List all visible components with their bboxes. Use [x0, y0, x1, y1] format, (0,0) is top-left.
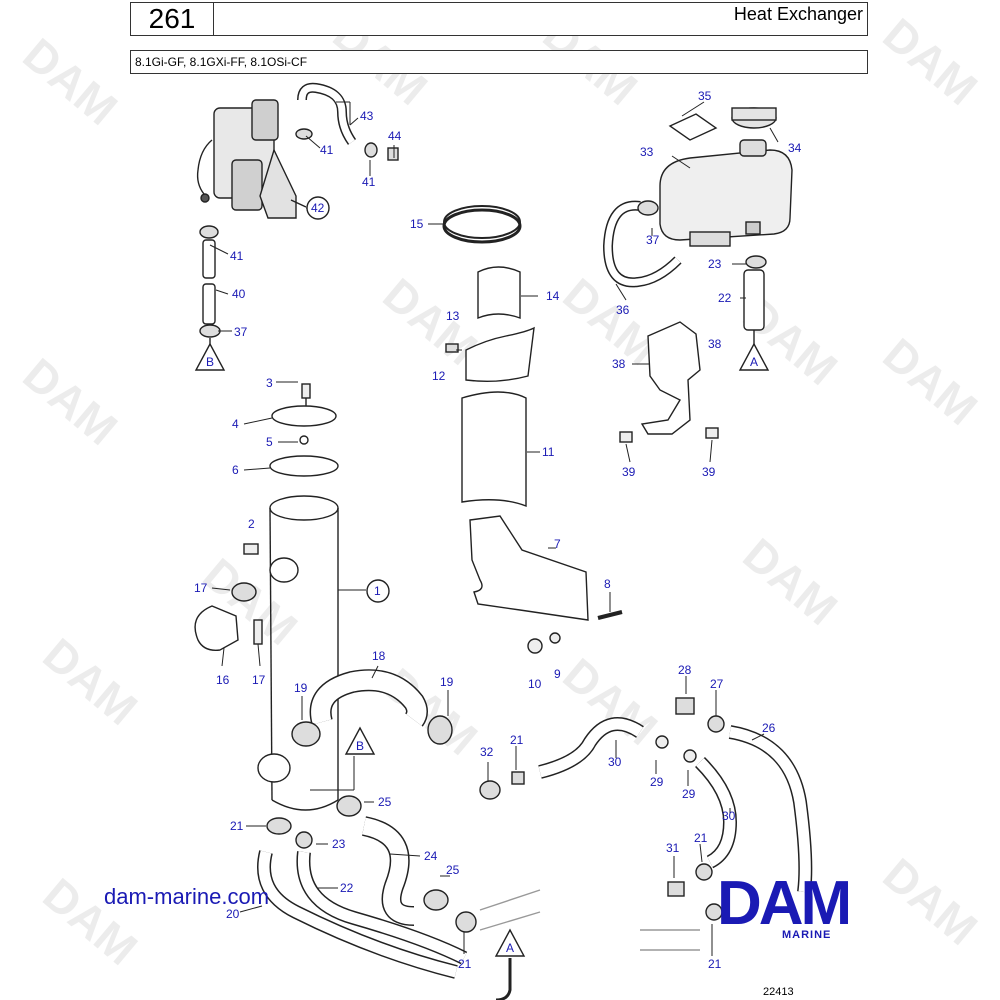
callout-29b: 29 [682, 787, 696, 801]
callout-19a: 19 [294, 681, 308, 695]
ref-a-label: A [750, 355, 758, 369]
callout-39b: 39 [702, 465, 716, 479]
callout-24: 24 [424, 849, 438, 863]
callout-28: 28 [678, 663, 692, 677]
callout-7: 7 [554, 537, 561, 551]
page-header: 261 Heat Exchanger [130, 2, 868, 36]
callout-29a: 29 [650, 775, 664, 789]
callout-41b: 41 [362, 175, 376, 189]
callout-13: 13 [446, 309, 460, 323]
callout-16: 16 [216, 673, 230, 687]
ref-a-label: A [506, 941, 514, 955]
callout-41c: 41 [230, 249, 244, 263]
callout-21a: 21 [230, 819, 244, 833]
callout-25a: 25 [378, 795, 392, 809]
thermostat-housing-drawing [196, 99, 297, 219]
logo-subtext: MARINE [782, 929, 832, 941]
dam-logo: DAM [717, 872, 852, 938]
callout-9: 9 [554, 667, 561, 681]
callout-22a: 22 [340, 881, 354, 895]
callout-38a: 38 [612, 357, 626, 371]
callout-12: 12 [432, 369, 446, 383]
callout-14: 14 [546, 289, 560, 303]
watermark: DAM [874, 8, 988, 115]
callout-26: 26 [762, 721, 776, 735]
heat-exchanger-cylinder-drawing [257, 495, 339, 811]
callout-40: 40 [232, 287, 246, 301]
page-title: Heat Exchanger [733, 4, 863, 24]
callout-31: 31 [666, 841, 680, 855]
callout-33: 33 [640, 145, 654, 159]
callout-21b: 21 [458, 957, 472, 971]
callout-6: 6 [232, 463, 239, 477]
callout-30b: 30 [722, 809, 736, 823]
callout-38b: 38 [708, 337, 722, 351]
watermark: DAM [874, 328, 988, 435]
callout-17b: 17 [252, 673, 266, 687]
callout-labels: 1 2 3 4 5 6 7 8 9 10 11 12 13 14 15 16 1… [194, 89, 802, 971]
callout-44: 44 [388, 129, 402, 143]
callout-4: 4 [232, 417, 239, 431]
callout-43: 43 [360, 109, 374, 123]
callout-22b: 22 [718, 291, 732, 305]
callout-10: 10 [528, 677, 542, 691]
callout-30a: 30 [608, 755, 622, 769]
callout-18: 18 [372, 649, 386, 663]
callout-5: 5 [266, 435, 273, 449]
callout-36: 36 [616, 303, 630, 317]
watermark: DAM [14, 348, 128, 455]
callout-37b: 37 [234, 325, 248, 339]
website-link[interactable]: dam-marine.com [104, 884, 270, 909]
callout-21e: 21 [708, 957, 722, 971]
callout-23a: 23 [332, 837, 346, 851]
callout-21c: 21 [510, 733, 524, 747]
callout-1: 1 [374, 584, 381, 598]
callout-25b: 25 [446, 863, 460, 877]
page-number: 261 [131, 3, 214, 35]
logo-text: DAM [717, 872, 849, 938]
callout-2: 2 [248, 517, 255, 531]
callout-21d: 21 [694, 831, 708, 845]
model-list: 8.1Gi-GF, 8.1GXi-FF, 8.1OSi-CF [130, 50, 868, 74]
callout-11: 11 [542, 445, 555, 459]
callout-27: 27 [710, 677, 724, 691]
ref-b-label: B [206, 355, 214, 369]
expansion-tank-drawing [659, 139, 793, 247]
watermark: DAM [14, 28, 128, 135]
callout-19b: 19 [440, 675, 454, 689]
watermark: DAM [734, 528, 848, 635]
watermark: DAM [554, 648, 668, 755]
callout-8: 8 [604, 577, 611, 591]
callout-35: 35 [698, 89, 712, 103]
callout-20: 20 [226, 907, 240, 921]
callout-42: 42 [311, 201, 325, 215]
drawing-reference-number: 22413 [763, 986, 794, 998]
callout-23b: 23 [708, 257, 722, 271]
ref-b-label: B [356, 739, 364, 753]
callout-41a: 41 [320, 143, 334, 157]
callout-15: 15 [410, 217, 424, 231]
callout-17a: 17 [194, 581, 208, 595]
callout-32: 32 [480, 745, 494, 759]
callout-34: 34 [788, 141, 802, 155]
callout-39a: 39 [622, 465, 636, 479]
watermark: DAM [34, 628, 148, 735]
callout-37a: 37 [646, 233, 660, 247]
callout-3: 3 [266, 376, 273, 390]
